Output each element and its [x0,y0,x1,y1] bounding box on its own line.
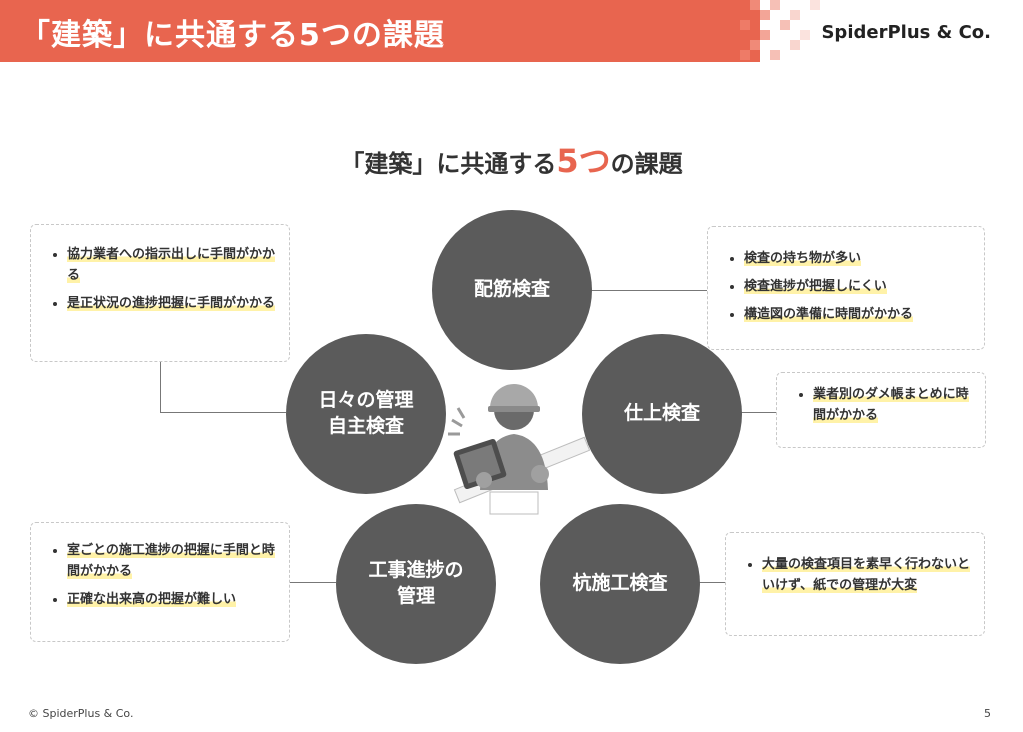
construction-worker-illustration [448,384,591,515]
issue-box-koji: 室ごとの施工進捗の把握に手間と時間がかかる 正確な出来高の把握が難しい [30,522,290,642]
list-item: 正確な出来高の把握が難しい [67,590,275,611]
list-item: 業者別のダメ帳まとめに時間がかかる [813,385,971,427]
circle-shiage-kensa: 仕上検査 [582,334,742,494]
page-title: 「建築」に共通する5つの課題 [0,136,1023,182]
connector-hibi-horizontal [160,412,286,413]
header-title: 「建築」に共通する5つの課題 [20,18,445,53]
list-item: 是正状況の進捗把握に手間がかかる [67,294,276,315]
list-item: 室ごとの施工進捗の把握に手間と時間がかかる [67,541,275,583]
issue-box-haikin: 検査の持ち物が多い 検査進捗が把握しにくい 構造図の準備に時間がかかる [707,226,985,350]
brand-logo: SpiderPlus & Co. [821,22,991,43]
circle-haikin-kensa: 配筋検査 [432,210,592,370]
issue-box-kui: 大量の検査項目を素早く行わないといけず、紙での管理が大変 [725,532,985,636]
connector-hibi-vertical [160,362,161,412]
header-bar: 「建築」に共通する5つの課題 [0,0,760,62]
circle-koji-shinchoku: 工事進捗の 管理 [336,504,496,664]
circle-kui-seko-kensa: 杭施工検査 [540,504,700,664]
issue-box-hibi: 協力業者への指示出しに手間がかかる 是正状況の進捗把握に手間がかかる [30,224,290,362]
list-item: 構造図の準備に時間がかかる [744,305,970,326]
issue-box-shiage: 業者別のダメ帳まとめに時間がかかる [776,372,986,448]
header-mosaic-decoration [740,0,830,62]
page-title-prefix: 「建築」に共通する [340,150,557,178]
connector-kui [697,582,725,583]
list-item: 検査進捗が把握しにくい [744,277,970,298]
list-item: 検査の持ち物が多い [744,249,970,270]
connector-shiage [738,412,776,413]
page-title-suffix: の課題 [610,150,683,178]
connector-koji [290,582,336,583]
page-number: 5 [984,707,991,720]
footer-copyright: © SpiderPlus & Co. [28,707,134,720]
connector-haikin [586,290,708,291]
list-item: 協力業者への指示出しに手間がかかる [67,245,276,287]
page-title-number: 5つ [556,142,611,180]
list-item: 大量の検査項目を素早く行わないといけず、紙での管理が大変 [762,555,971,597]
circle-hibi-kanri: 日々の管理 自主検査 [286,334,446,494]
